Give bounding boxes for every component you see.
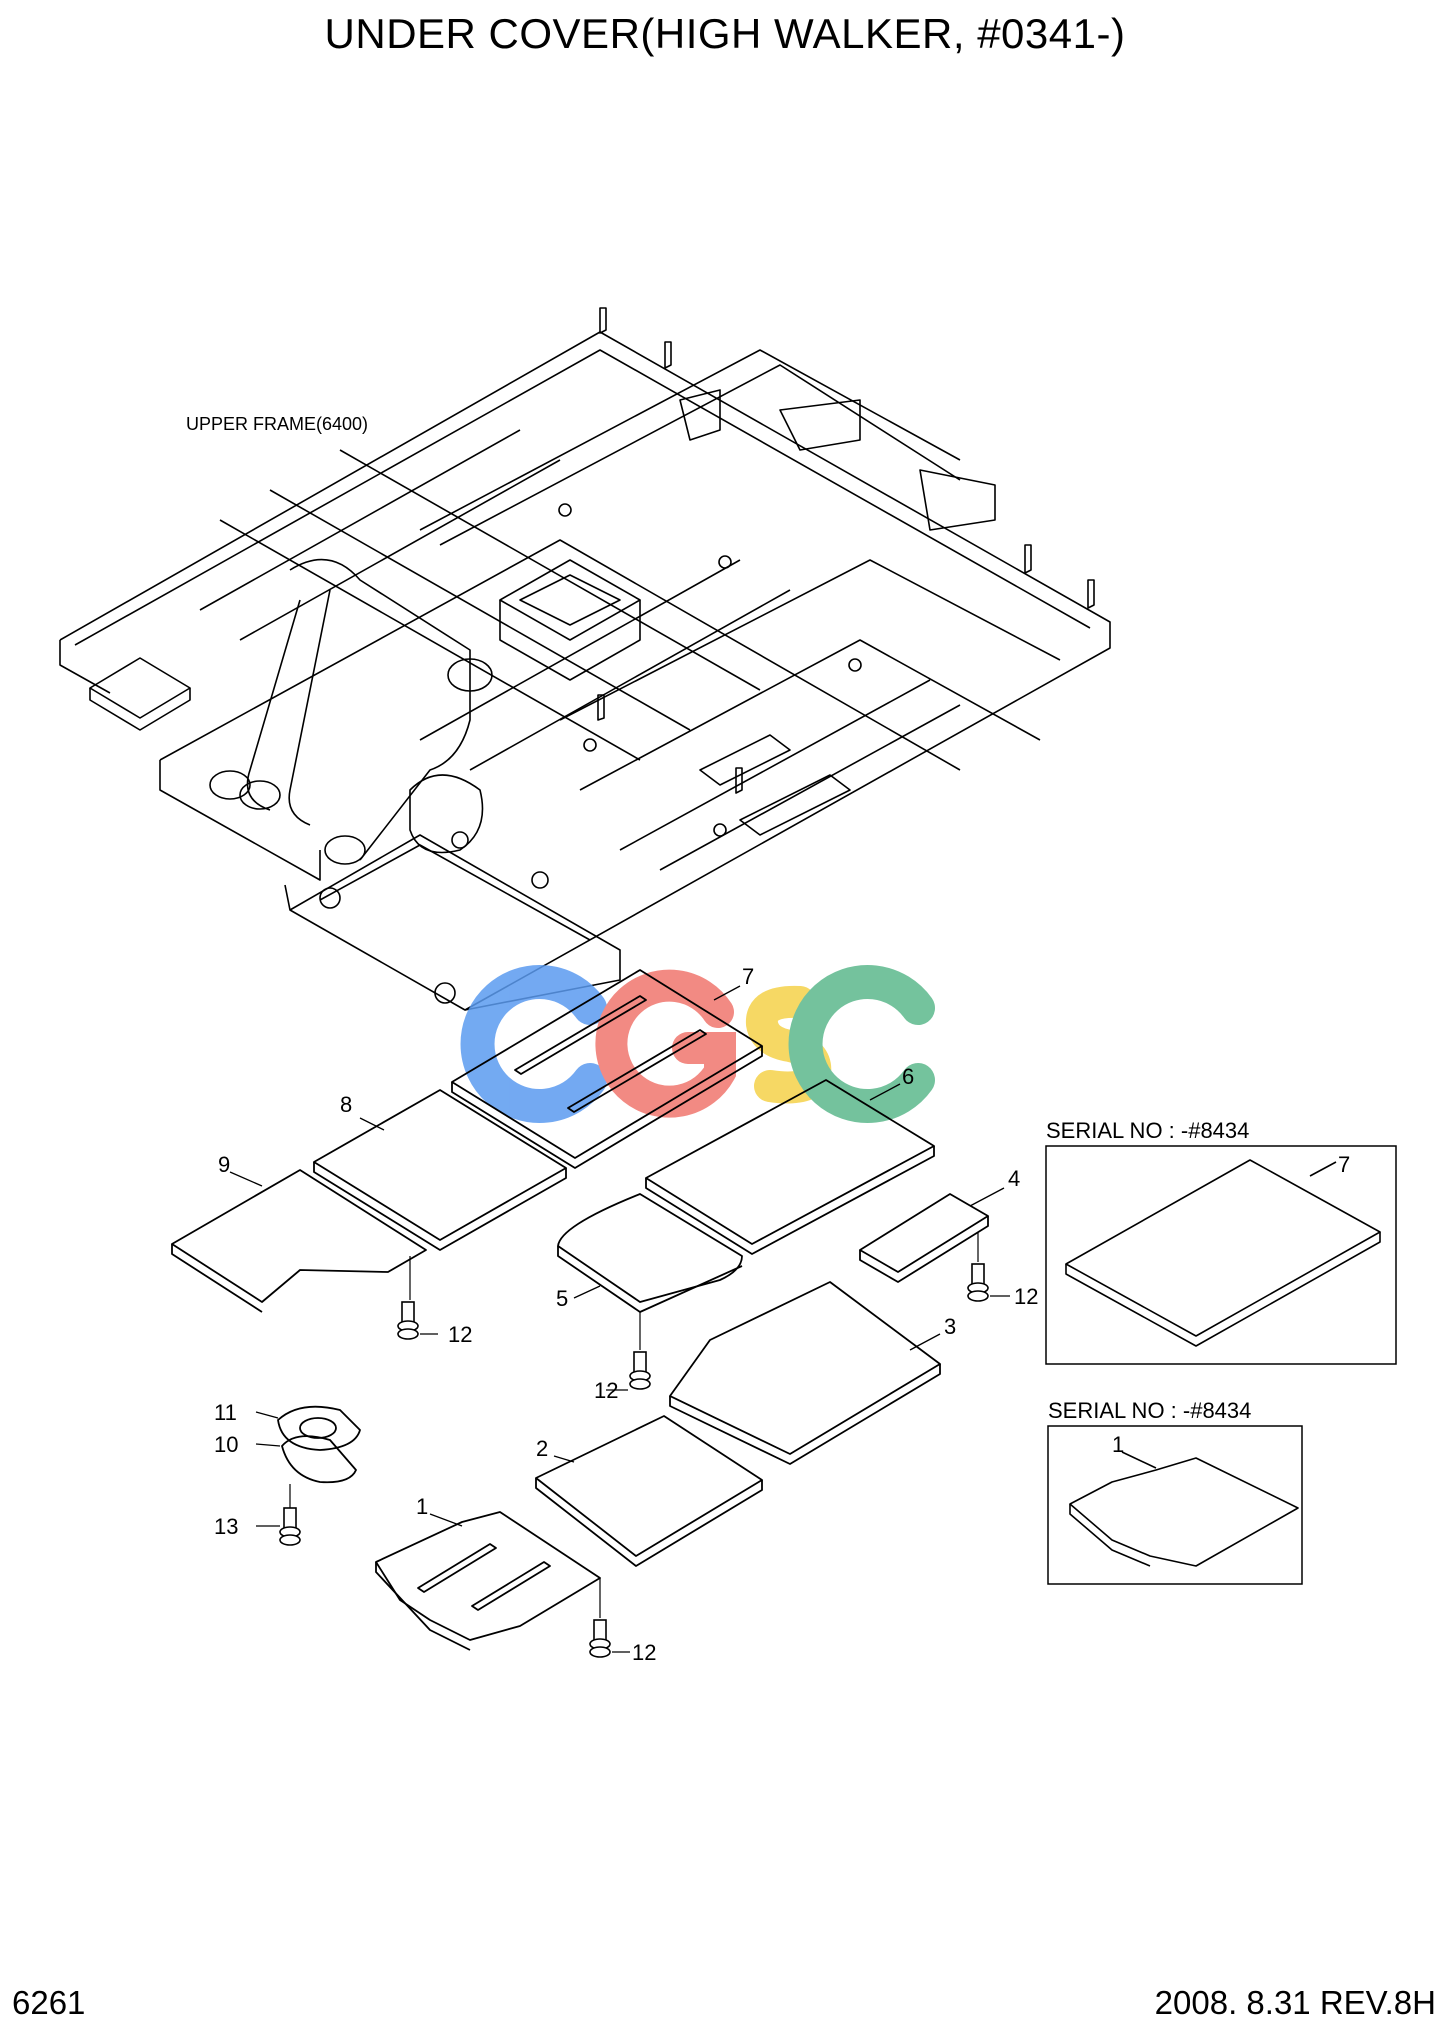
callout-12-d: 12 [594,1378,618,1403]
bolt-12-d [589,1619,611,1658]
callout-labels: 7 8 9 6 4 12 5 12 3 11 10 2 13 1 12 12 [214,964,1038,1665]
bolts [279,1263,989,1658]
callout-12-b: 12 [448,1322,472,1347]
bolt-12-c [967,1263,989,1302]
cgsc-watermark [460,965,935,1123]
callout-12-c: 12 [632,1640,656,1665]
inset-plate-7 [1065,1159,1381,1337]
plate-3 [669,1281,941,1455]
upper-frame-drawing [59,307,1111,1011]
callout-11: 11 [214,1400,237,1425]
callout-10: 10 [214,1432,238,1457]
callout-7: 7 [742,964,754,989]
callout-5: 5 [556,1286,568,1311]
inset-bottom-callout: 1 [1112,1432,1124,1457]
callout-1: 1 [416,1494,428,1519]
part-11-gasket [277,1405,361,1451]
callout-2: 2 [536,1436,548,1461]
inset-top-heading: SERIAL NO : -#8434 [1046,1118,1249,1143]
page-title: UNDER COVER(HIGH WALKER, #0341-) [324,10,1126,57]
revision-date: 2008. 8.31 REV.8H [1154,1984,1436,2021]
inset-bottom: 1 [1047,1425,1303,1585]
watermark-c2 [788,965,935,1123]
part-10-gasket [281,1435,357,1484]
callout-13: 13 [214,1514,238,1539]
frame-label: UPPER FRAME(6400) [186,414,368,434]
callout-3: 3 [944,1314,956,1339]
inset-top-callout: 7 [1338,1152,1350,1177]
bolt-12-a [397,1301,419,1340]
plate-1 [375,1511,601,1641]
callout-9: 9 [218,1152,230,1177]
callout-6: 6 [902,1064,914,1089]
callout-8: 8 [340,1092,352,1117]
callout-12-a: 12 [1014,1284,1038,1309]
page-number: 6261 [12,1984,86,2021]
watermark-c1 [460,965,607,1123]
bolt-13 [279,1507,301,1546]
plate-4 [859,1193,989,1273]
callout-4: 4 [1008,1166,1020,1191]
inset-top-frame [1045,1145,1397,1365]
inset-bottom-heading: SERIAL NO : -#8434 [1048,1398,1251,1423]
cover-plates [171,969,989,1651]
callout-leaders [229,985,1010,1653]
inset-plate-1 [1069,1457,1299,1567]
inset-bottom-frame [1047,1425,1303,1585]
plate-5 [557,1193,743,1303]
plate-2 [535,1415,763,1557]
plate-9 [171,1169,427,1303]
inset-top: 7 [1045,1145,1397,1365]
bolt-12-b [629,1351,651,1390]
